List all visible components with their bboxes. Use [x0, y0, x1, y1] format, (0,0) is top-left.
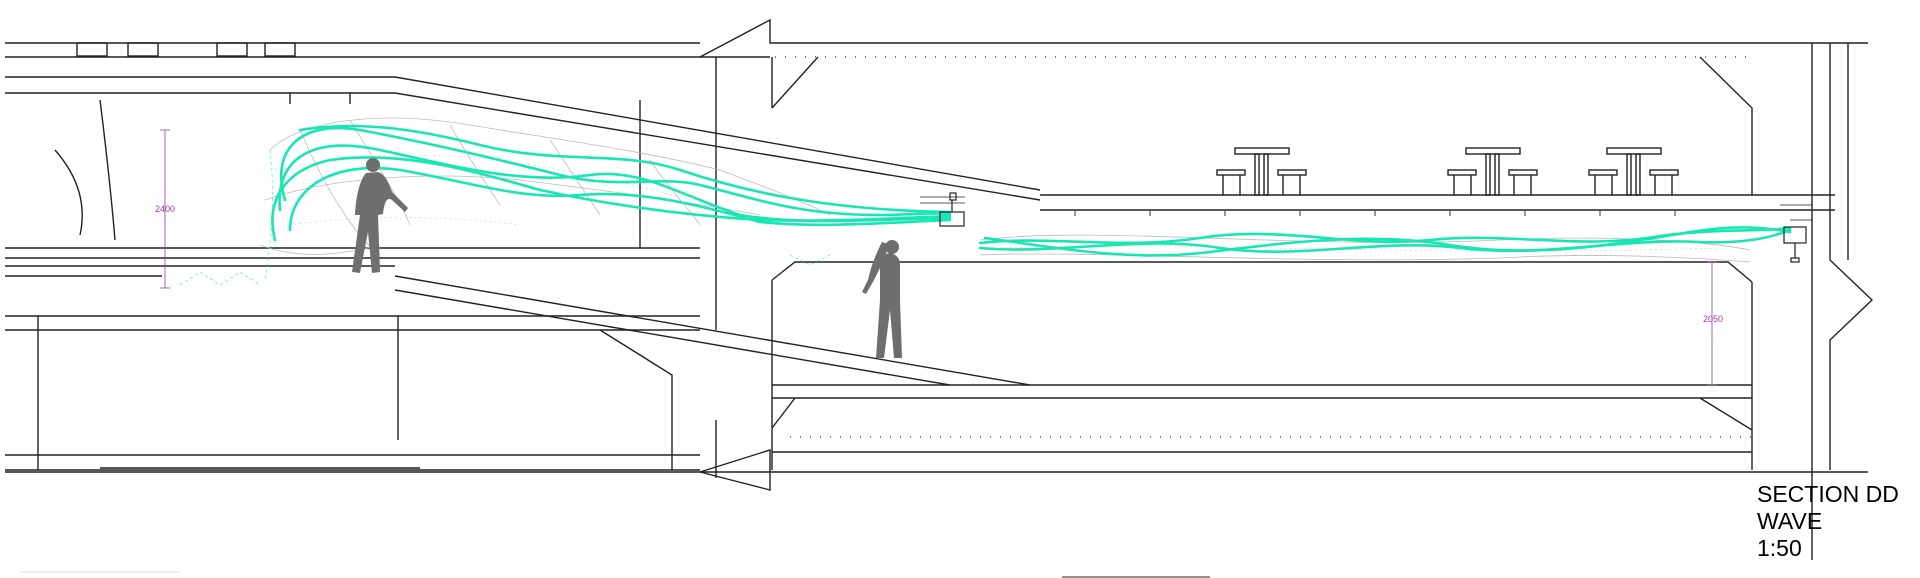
wave-strands [271, 124, 1792, 257]
dotted-lines [735, 56, 1752, 438]
dimension-label-lower: 2050 [1703, 314, 1723, 324]
fixture-right [1780, 204, 1812, 263]
drawing-name: WAVE [1757, 508, 1823, 534]
picnic-table [1216, 147, 1307, 196]
ceiling-light-ticks [1074, 210, 1676, 216]
drawing-scale: 1:50 [1757, 535, 1802, 561]
fixture-left [920, 192, 965, 227]
picnic-table [1588, 147, 1679, 196]
person-figure-upper [352, 158, 408, 273]
dimension-lines [160, 129, 1717, 386]
structure-lines [5, 18, 1874, 560]
picnic-table [1447, 147, 1538, 196]
section-title: SECTION DD [1757, 481, 1899, 507]
mesh-triangles-cyan [179, 149, 831, 286]
drawing-title-block: SECTION DD WAVE 1:50 [1757, 481, 1899, 562]
dimension-label-upper: 2400 [155, 204, 175, 214]
picnic-tables [1216, 147, 1679, 196]
person-figure-lower [862, 240, 902, 358]
person-figures [352, 158, 902, 358]
mesh-dots [279, 154, 1721, 252]
